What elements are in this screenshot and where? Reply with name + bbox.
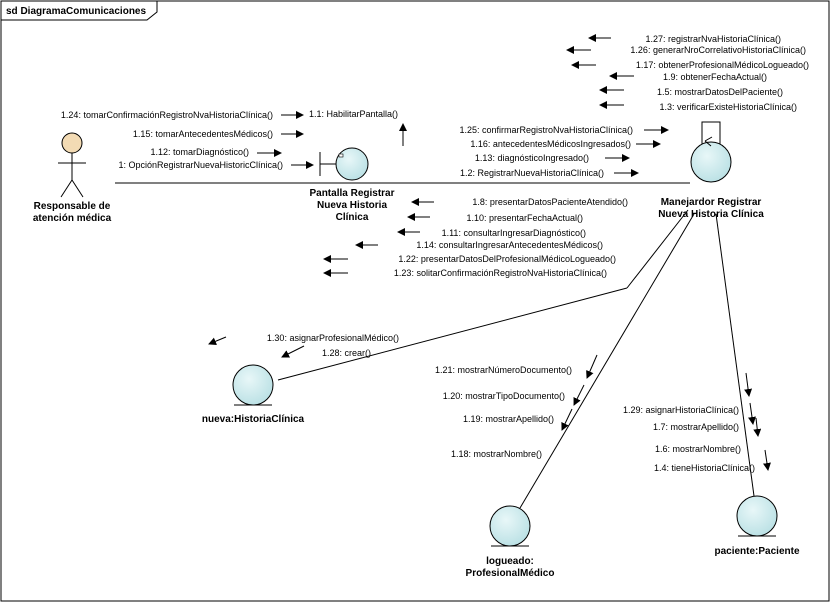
message-label: 1.7: mostrarApellido() (653, 422, 739, 432)
entity-icon (232, 364, 274, 406)
message-label: 1.18: mostrarNombre() (451, 449, 542, 459)
actor-label-line1: Responsable de (34, 201, 111, 212)
msggroup-manejador-to-paciente: 1.29: asignarHistoriaClínica() 1.7: most… (623, 372, 771, 473)
msggroup-manejador-to-pantalla: 1.8: presentarDatosPacienteAtendido() 1.… (323, 197, 628, 278)
message-label: 1.16: antecedentesMédicosIngresados() (470, 139, 631, 149)
message-label: 1.2: RegistrarNuevaHistoriaClínica() (460, 168, 604, 178)
message-label: 1.12: tomarDiagnóstico() (150, 147, 249, 157)
message-label: 1: OpciónRegistrarNuevaHistoricClínica() (118, 160, 283, 170)
message-label: 1.13: diagnósticoIngresado() (475, 153, 589, 163)
message-label: 1.25: confirmarRegistroNvaHistoriaClínic… (459, 125, 633, 135)
message-label: 1.6: mostrarNombre() (655, 444, 741, 454)
message-label: 1.11: consultarIngresarDiagnóstico() (442, 228, 586, 238)
message-arrow (561, 408, 573, 431)
message-label: 1.23: solitarConfirmaciónRegistroNvaHist… (394, 268, 607, 278)
msggroup-manejador-to-profesional: 1.21: mostrarNúmeroDocumento() 1.20: mos… (435, 354, 598, 459)
message-arrow (744, 372, 753, 397)
message-arrow (281, 345, 305, 358)
manejador-label-line1: Manejardor Registrar (661, 197, 762, 208)
actor-head-icon (61, 132, 83, 154)
link-manejador-paciente (715, 213, 755, 497)
historia-label: nueva:HistoriaClínica (202, 414, 305, 425)
message-arrow (753, 417, 762, 437)
message-label: 1.17: obtenerProfesionalMédicoLogueado() (636, 60, 809, 70)
message-label: 1.24: tomarConfirmaciónRegistroNvaHistor… (61, 110, 273, 120)
object-pantalla[interactable] (319, 147, 369, 181)
message-arrow (763, 449, 771, 471)
frame-title: sd DiagramaComunicaciones (6, 6, 146, 17)
message-label: 1.4: tieneHistoriaClínica() (654, 463, 755, 473)
message-label: 1.5: mostrarDatosDelPaciente() (657, 87, 783, 97)
msggroup-manejador-self: 1.27: registrarNvaHistoriaClínica() 1.26… (566, 34, 809, 112)
message-label: 1.8: presentarDatosPacienteAtendido() (472, 197, 628, 207)
msggroup-actor-to-pantalla: 1.24: tomarConfirmaciónRegistroNvaHistor… (61, 110, 314, 170)
object-paciente[interactable] (736, 495, 778, 537)
message-label: 1.3: verificarExisteHistoriaClínica() (659, 102, 797, 112)
message-label: 1.1: HabilitarPantalla() (309, 109, 398, 119)
profesional-label-line1: logueado: (486, 556, 534, 567)
message-label: 1.20: mostrarTipoDocumento() (443, 391, 565, 401)
link-manejador-historia-a (626, 209, 689, 289)
message-arrow (573, 384, 585, 406)
object-historia[interactable] (232, 364, 274, 406)
object-profesional[interactable] (489, 505, 531, 547)
message-label: 1.26: generarNroCorrelativoHistoriaClíni… (630, 45, 806, 55)
entity-icon (736, 495, 778, 537)
entity-icon (489, 505, 531, 547)
pantalla-label-line2: Nueva Historia (317, 200, 387, 211)
message-arrow (208, 336, 227, 346)
message-arrow (586, 354, 598, 379)
message-label: 1.15: tomarAntecedentesMédicos() (133, 129, 273, 139)
profesional-label-line2: ProfesionalMédico (466, 568, 555, 579)
message-label: 1.28: crear() (322, 348, 371, 358)
manejador-label-line2: Nueva Historia Clínica (658, 209, 764, 220)
manejador-self-loop (701, 121, 721, 144)
actor-responsable[interactable] (58, 132, 86, 198)
message-arrow (748, 402, 756, 425)
message-label: 1.22: presentarDatosDelProfesionalMédico… (398, 254, 616, 264)
msggroup-manejador-to-historia: 1.30: asignarProfesionalMédico() 1.28: c… (208, 333, 399, 358)
paciente-label: paciente:Paciente (714, 546, 799, 557)
control-icon (690, 141, 732, 183)
actor-label-line2: atención médica (33, 213, 112, 224)
msggroup-pantalla-to-manejador: 1.25: confirmarRegistroNvaHistoriaClínic… (459, 125, 669, 178)
message-label: 1.30: asignarProfesionalMédico() (267, 333, 399, 343)
message-label: 1.9: obtenerFechaActual() (663, 72, 767, 82)
link-manejador-profesional (519, 213, 695, 509)
message-label: 1.10: presentarFechaActual() (466, 213, 583, 223)
message-label: 1.14: consultarIngresarAntecedentesMédic… (416, 240, 603, 250)
object-manejador[interactable] (690, 136, 732, 183)
message-label: 1.21: mostrarNúmeroDocumento() (435, 365, 572, 375)
pantalla-label-line1: Pantalla Registrar (309, 188, 394, 199)
message-label: 1.19: mostrarApellido() (463, 414, 554, 424)
link-manejador-historia-b (277, 287, 628, 381)
frame-title-tab (0, 0, 158, 21)
message-label: 1.27: registrarNvaHistoriaClínica() (645, 34, 781, 44)
pantalla-label-line3: Clínica (336, 212, 369, 223)
message-label: 1.29: asignarHistoriaClínica() (623, 405, 739, 415)
boundary-icon (335, 147, 369, 181)
